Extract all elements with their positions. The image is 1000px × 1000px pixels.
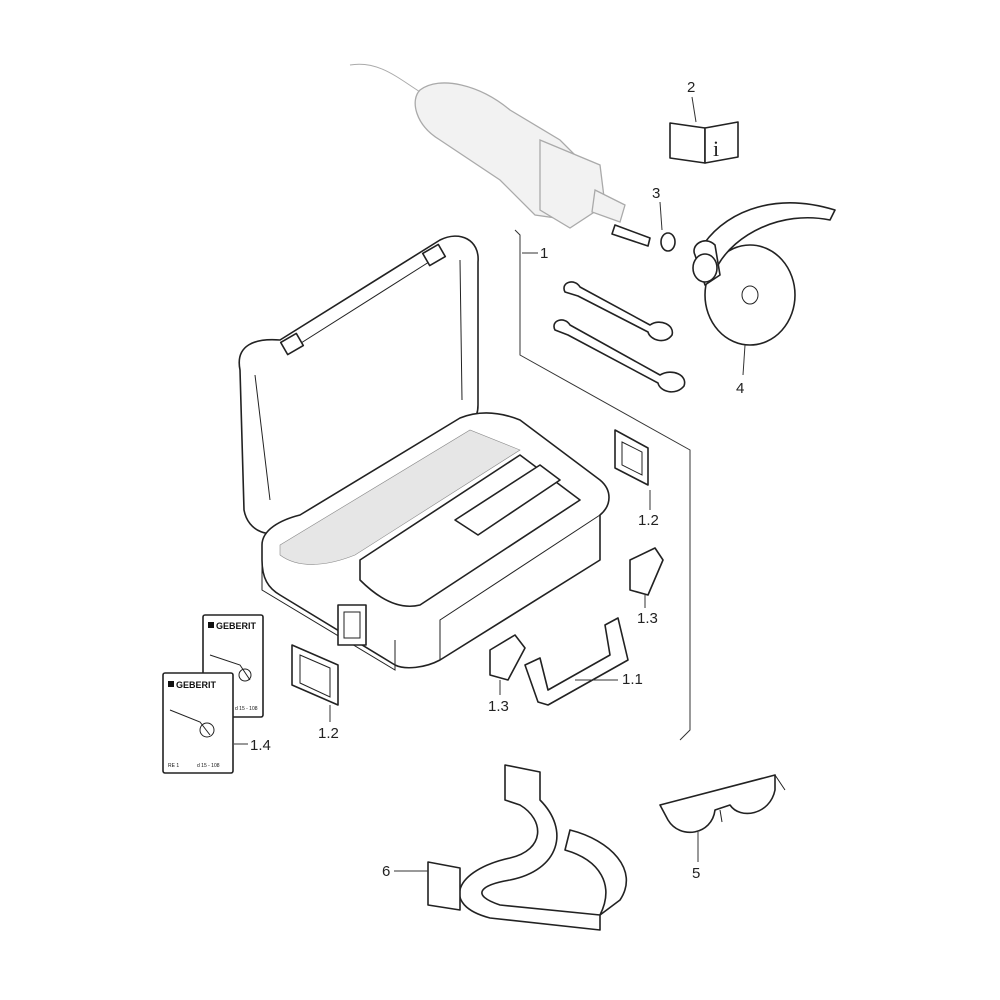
latch-1-2-upper	[614, 429, 649, 486]
svg-text:GEBERIT: GEBERIT	[216, 621, 257, 631]
callout-5: 5	[692, 865, 700, 882]
open-end-wrenches	[553, 281, 686, 393]
manual-book-icon: i	[669, 121, 739, 164]
shoulder-strap	[427, 764, 627, 931]
callout-1: 1	[540, 245, 548, 262]
cutting-disc-with-guard	[692, 202, 836, 346]
callout-1-3-left: 1.3	[488, 698, 509, 715]
latch-1-2-lower	[291, 644, 339, 706]
case-body	[261, 412, 610, 671]
angle-grinder-ghost	[349, 63, 676, 252]
callout-3: 3	[652, 185, 660, 202]
svg-text:d 15 - 108: d 15 - 108	[235, 706, 258, 712]
callout-4: 4	[736, 380, 744, 397]
svg-text:RE 1: RE 1	[168, 763, 179, 769]
callout-1-3-right: 1.3	[637, 610, 658, 627]
callout-1-2-upper: 1.2	[638, 512, 659, 529]
callout-1-4: 1.4	[250, 737, 271, 754]
clip-1-3-right	[629, 547, 664, 596]
label-card-front: GEBERIT RE 1 d 15 - 108	[162, 672, 234, 774]
carry-handle-1-1	[524, 617, 629, 706]
svg-text:i: i	[713, 136, 719, 161]
svg-text:d 15 - 108: d 15 - 108	[197, 763, 220, 769]
callout-1-2-lower: 1.2	[318, 725, 339, 742]
callout-1-1: 1.1	[622, 671, 643, 688]
case-lid	[238, 235, 479, 535]
callout-2: 2	[687, 79, 695, 96]
safety-glasses	[659, 774, 786, 834]
svg-text:GEBERIT: GEBERIT	[176, 680, 217, 690]
clip-1-3-left	[489, 634, 526, 681]
callout-6: 6	[382, 863, 390, 880]
